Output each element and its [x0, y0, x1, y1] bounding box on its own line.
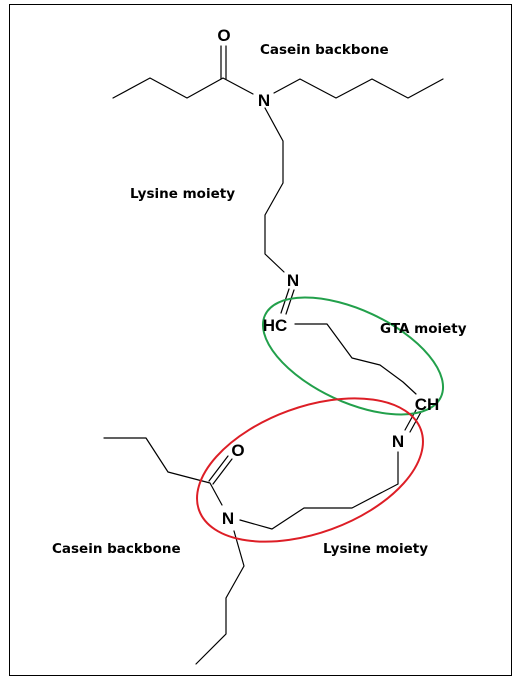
bottom-carbonyl-bond-a — [208, 455, 229, 482]
figure-frame — [9, 4, 512, 676]
bottom-backbone-upper-chain — [103, 437, 223, 506]
top-carbonyl-oxygen: O — [217, 26, 230, 45]
label-gta-moiety: GTA moiety — [380, 321, 467, 337]
top-imine-bond-b — [285, 289, 295, 315]
top-backbone-left-chain — [112, 77, 254, 99]
bottom-carbonyl-bond-b — [212, 458, 233, 485]
top-amide-nitrogen: N — [258, 91, 270, 110]
gta-chain — [294, 323, 417, 395]
bottom-imine-bond-b — [409, 411, 422, 433]
imine-carbon-top: HC — [263, 316, 288, 335]
imine-nitrogen-bottom: N — [392, 432, 404, 451]
top-lysine-chain — [264, 107, 285, 273]
bottom-backbone-lower-chain — [195, 530, 245, 665]
imine-nitrogen-top: N — [287, 271, 299, 290]
label-casein-backbone-bottom: Casein backbone — [52, 541, 181, 557]
label-lysine-moiety-bottom: Lysine moiety — [323, 541, 428, 557]
lysine-highlight-ellipse — [196, 397, 424, 543]
gta-highlight-ellipse — [261, 296, 445, 416]
label-lysine-moiety-top: Lysine moiety — [130, 186, 235, 202]
top-backbone-right-chain — [273, 78, 444, 99]
imine-carbon-bottom: CH — [415, 395, 440, 414]
bottom-carbonyl-oxygen: O — [231, 441, 244, 460]
bottom-amide-nitrogen: N — [222, 509, 234, 528]
label-casein-backbone-top: Casein backbone — [260, 42, 389, 58]
bottom-lysine-chain — [239, 451, 399, 530]
